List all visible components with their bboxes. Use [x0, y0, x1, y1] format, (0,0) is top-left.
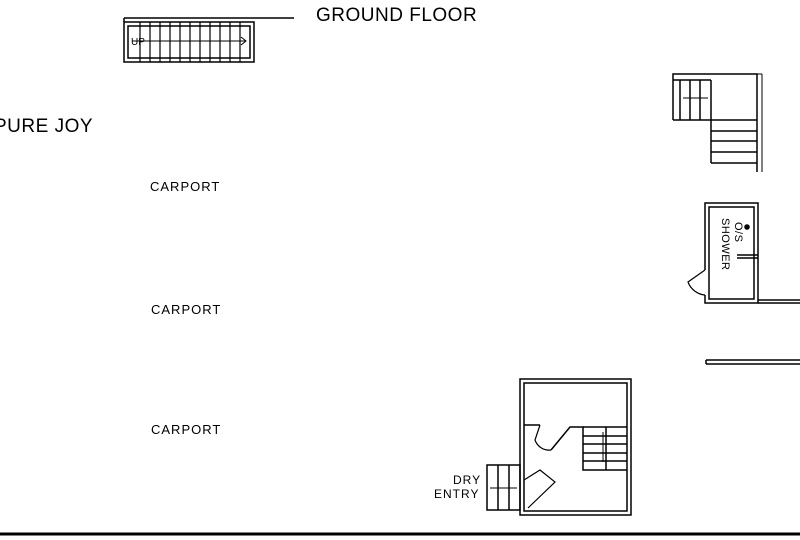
- shower-label-line2: SHOWER: [719, 218, 731, 271]
- carport-label-2: CARPORT: [151, 302, 222, 317]
- dry-entry-steps: [487, 465, 520, 510]
- plan-title: GROUND FLOOR: [316, 5, 478, 26]
- svg-text:UP: UP: [131, 37, 145, 48]
- right-wall: [706, 360, 800, 364]
- right-staircase: [673, 74, 762, 172]
- carport-label-1: CARPORT: [150, 179, 221, 194]
- entry-label-line2: ENTRY: [434, 487, 480, 501]
- top-staircase: UP: [124, 18, 294, 62]
- outdoor-shower: [688, 203, 800, 303]
- entry-label-line1: DRY: [453, 473, 482, 487]
- entry-enclosure: [520, 379, 631, 515]
- shower-label-line1: O/S: [732, 222, 744, 243]
- carport-label-3: CARPORT: [151, 422, 222, 437]
- project-name: PURE JOY: [0, 116, 94, 137]
